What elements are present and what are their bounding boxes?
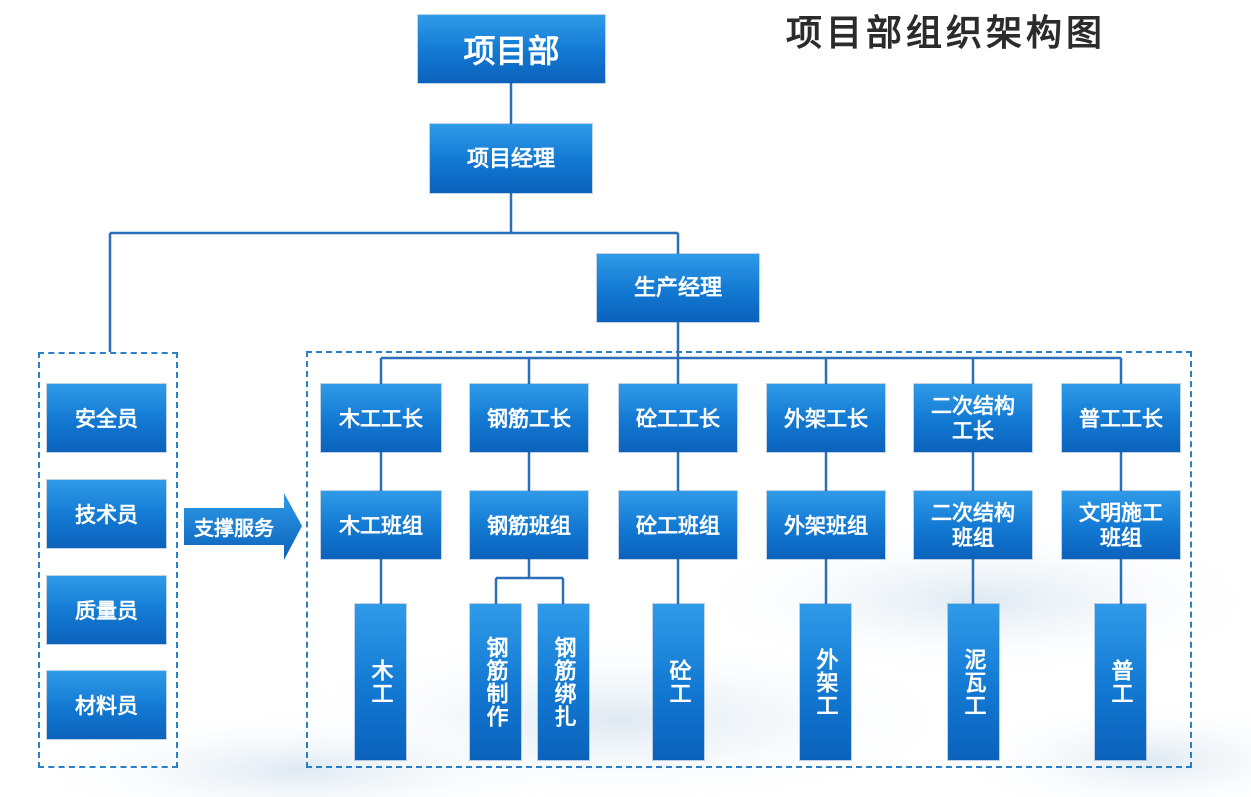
foreman-label: 外架工长 (784, 405, 868, 431)
worker-box: 木工 (355, 604, 406, 760)
worker-label: 砼工 (665, 659, 692, 705)
team-box: 砼工班组 (619, 491, 737, 559)
foreman-box: 砼工工长 (619, 384, 737, 452)
foreman-label: 砼工工长 (636, 405, 720, 431)
team-box: 钢筋班组 (470, 491, 588, 559)
foreman-box: 二次结构 工长 (914, 384, 1032, 452)
support-arrow-label: 支撑服务 (194, 515, 274, 540)
team-box: 文明施工 班组 (1062, 491, 1180, 559)
team-label: 二次结构 (931, 500, 1015, 525)
support-arrow (184, 493, 302, 560)
support-staff-box: 质量员 (47, 576, 166, 644)
worker-label: 木工 (367, 659, 394, 705)
worker-label: 普工 (1107, 659, 1134, 705)
worker-label: 钢筋绑扎 (550, 636, 577, 728)
team-label: 文明施工 (1079, 500, 1163, 525)
foreman-box: 普工工长 (1062, 384, 1180, 452)
foreman-label: 木工工长 (339, 405, 423, 431)
worker-label: 钢筋制作 (482, 636, 509, 728)
worker-label: 外架工 (812, 647, 839, 717)
team-box: 外架班组 (767, 491, 885, 559)
foreman-label: 工长 (952, 418, 994, 443)
team-box: 木工班组 (321, 491, 441, 559)
team-label: 钢筋班组 (487, 512, 571, 538)
support-staff-label: 材料员 (75, 693, 138, 718)
worker-box: 钢筋绑扎 (538, 604, 589, 760)
project-dept-label: 项目部 (463, 32, 560, 70)
project-manager-box: 项目经理 (430, 124, 592, 193)
team-label: 班组 (952, 525, 994, 550)
support-staff-box: 材料员 (47, 671, 166, 739)
worker-box: 外架工 (800, 604, 851, 760)
worker-box: 泥瓦工 (948, 604, 999, 760)
team-label: 班组 (1100, 525, 1142, 550)
production-manager-box: 生产经理 (597, 254, 759, 322)
support-staff-label: 质量员 (75, 598, 138, 623)
foreman-label: 二次结构 (931, 393, 1015, 418)
foreman-label: 钢筋工长 (487, 405, 571, 431)
worker-box: 砼工 (653, 604, 704, 760)
foreman-label: 普工工长 (1079, 405, 1163, 431)
foreman-box: 钢筋工长 (470, 384, 588, 452)
foreman-box: 木工工长 (321, 384, 441, 452)
support-staff-label: 技术员 (75, 502, 138, 527)
team-label: 砼工班组 (636, 512, 720, 538)
support-staff-box: 技术员 (47, 480, 166, 548)
project-manager-label: 项目经理 (466, 145, 555, 172)
project-dept-box: 项目部 (418, 15, 605, 83)
team-box: 二次结构 班组 (914, 491, 1032, 559)
team-label: 外架班组 (784, 512, 868, 538)
support-staff-box: 安全员 (47, 384, 166, 452)
page-title: 项目部组织架构图 (786, 12, 1107, 54)
worker-box: 普工 (1095, 604, 1146, 760)
team-label: 木工班组 (339, 512, 423, 538)
worker-box: 钢筋制作 (470, 604, 521, 760)
foreman-box: 外架工长 (767, 384, 885, 452)
worker-label: 泥瓦工 (960, 647, 987, 717)
production-manager-label: 生产经理 (633, 275, 722, 301)
support-staff-label: 安全员 (75, 406, 138, 431)
